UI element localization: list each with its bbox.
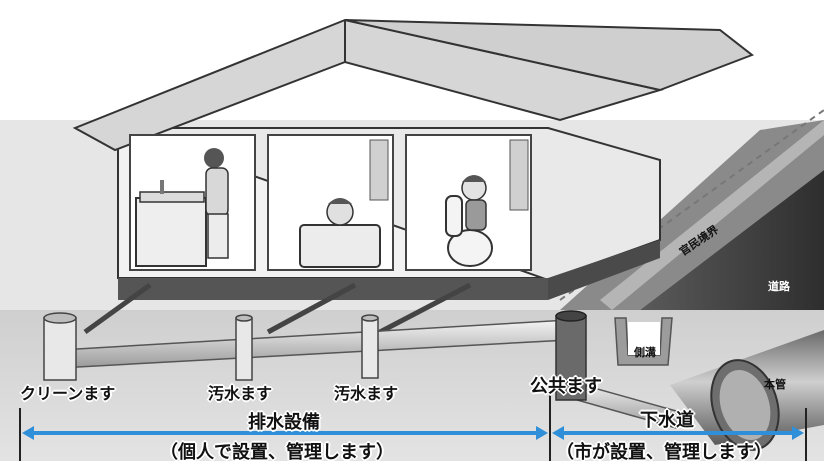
- sewage-basin-2: [361, 314, 379, 379]
- main-pipe-label: 本管: [764, 378, 786, 391]
- scope-markers: [19, 392, 807, 461]
- sewer-label: 下水道: [640, 410, 694, 431]
- kitchen-scene: [135, 148, 229, 267]
- fixture-drains: [83, 282, 472, 335]
- drainage-facility-label: 排水設備: [248, 412, 320, 433]
- toilet-scene: [445, 139, 529, 267]
- public-note-label: （市が設置、管理します）: [556, 442, 772, 463]
- side-ditch-label: 側溝: [634, 346, 656, 359]
- public-basin: [555, 310, 587, 401]
- main-pipe: [670, 330, 824, 451]
- side-ditch: [614, 317, 673, 366]
- public-scope-arrow: [552, 426, 804, 440]
- clean-basin: [43, 312, 77, 381]
- private-scope-arrow: [22, 426, 548, 440]
- road-label: 道路: [768, 280, 790, 293]
- private-note-label: （個人で設置、管理します）: [160, 442, 394, 463]
- sewage-basin-1: [235, 314, 253, 381]
- sewage-basin-2-label: 汚水ます: [334, 384, 399, 403]
- bath-scene: [299, 139, 389, 268]
- sewage-basin-1-label: 汚水ます: [208, 384, 273, 403]
- public-basin-label: 公共ます: [530, 376, 602, 397]
- clean-basin-label: クリーンます: [20, 384, 116, 403]
